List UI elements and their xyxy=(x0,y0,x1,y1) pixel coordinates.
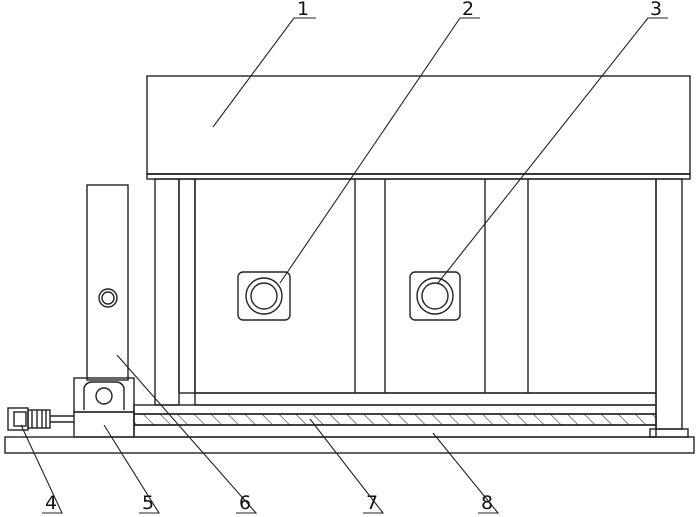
callout-label-1: 1 xyxy=(297,0,310,20)
slider-bracket xyxy=(83,381,125,410)
leader-3 xyxy=(437,17,668,284)
callout-label-8: 8 xyxy=(481,492,494,514)
port-3-frame xyxy=(409,271,461,321)
port-2-frame xyxy=(237,271,291,321)
left-column xyxy=(154,178,180,406)
center-panel-frame xyxy=(194,178,657,394)
leader-5 xyxy=(103,424,160,514)
arm-hole-outer xyxy=(98,288,118,308)
leader-7 xyxy=(309,418,385,514)
leader-2 xyxy=(279,17,480,284)
callout-label-2: 2 xyxy=(462,0,475,20)
right-column-foot xyxy=(649,428,689,438)
slider-carriage xyxy=(73,377,135,413)
leader-6 xyxy=(116,354,258,514)
lower-beam xyxy=(194,392,657,406)
callout-label-7: 7 xyxy=(366,492,379,514)
callout-label-3: 3 xyxy=(650,0,663,20)
vertical-arm xyxy=(86,184,129,381)
port-2-inner-ring xyxy=(250,282,278,310)
leader-8 xyxy=(432,432,500,514)
port-3-inner-ring xyxy=(421,282,449,310)
base-plate xyxy=(4,436,695,454)
leader-4 xyxy=(20,424,63,514)
motor-mount xyxy=(13,411,27,427)
slider-roller xyxy=(95,387,113,405)
motor-coupling xyxy=(27,409,51,429)
motor-housing xyxy=(7,407,29,431)
callout-label-6: 6 xyxy=(239,492,252,514)
housing-flange xyxy=(146,173,691,180)
port-2-outer-ring xyxy=(245,277,283,315)
slider-base xyxy=(73,411,135,438)
arm-hole-inner xyxy=(101,291,115,305)
leader-1 xyxy=(212,17,316,128)
top-housing xyxy=(146,75,691,175)
right-column xyxy=(655,178,683,430)
port-3-outer-ring xyxy=(416,277,454,315)
screw-rail-hatch xyxy=(133,413,657,426)
callout-label-4: 4 xyxy=(45,492,58,514)
left-column-inner xyxy=(178,178,196,394)
callout-label-5: 5 xyxy=(142,492,155,514)
